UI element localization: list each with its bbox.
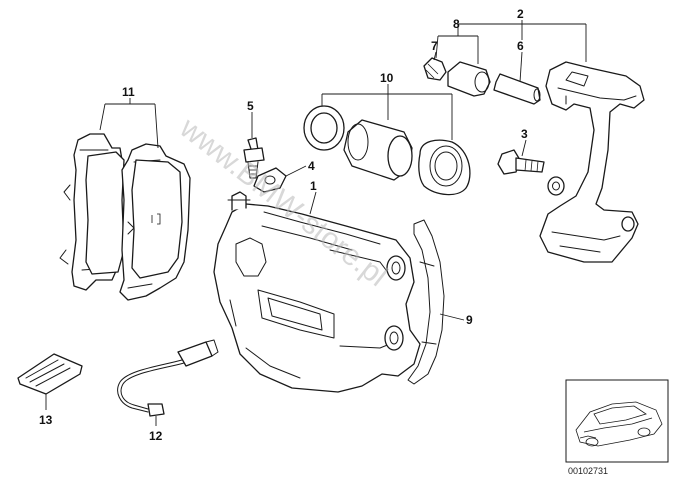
callout-labels: 1 2 3 4 5 6 7 8 9 10 11 12 13 (39, 7, 528, 443)
callout-12: 12 (149, 429, 163, 443)
callout-4: 4 (308, 159, 315, 173)
callout-13: 13 (39, 413, 53, 427)
callout-6: 6 (517, 39, 524, 53)
callout-8: 8 (453, 17, 460, 31)
caliper-carrier (539, 61, 645, 263)
piston-seal-kit (303, 105, 471, 196)
hose-bracket (253, 167, 287, 193)
callout-3: 3 (521, 127, 528, 141)
guide-bushing (447, 61, 491, 97)
guide-pin (493, 73, 541, 105)
reference-number: 00102731 (568, 466, 608, 476)
callout-2: 2 (517, 7, 524, 21)
grease-packet (17, 353, 83, 395)
callout-1: 1 (310, 179, 317, 193)
callout-7: 7 (431, 39, 438, 53)
guide-boot (423, 57, 447, 81)
bleed-valve (243, 137, 265, 179)
callout-10: 10 (380, 71, 394, 85)
callout-9: 9 (466, 313, 473, 327)
leader-lines (45, 20, 587, 426)
callout-11: 11 (122, 85, 135, 99)
callout-5: 5 (247, 99, 254, 113)
brake-caliper (213, 191, 421, 393)
wear-sensor (117, 339, 219, 417)
anti-rattle-spring (407, 219, 445, 385)
vehicle-thumbnail: 00102731 (565, 379, 669, 476)
brake-pads (59, 133, 191, 301)
carrier-bolt (497, 149, 545, 175)
car-icon (575, 401, 663, 447)
